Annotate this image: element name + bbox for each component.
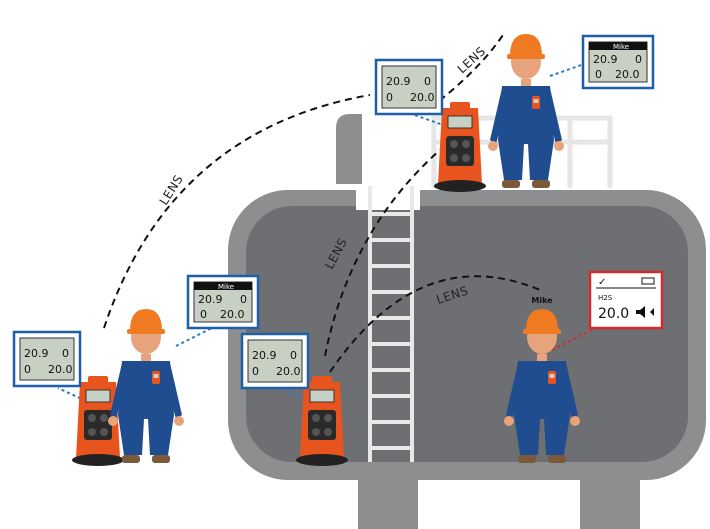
co-reading: 0 bbox=[386, 91, 393, 104]
h2s-reading: 20.0 bbox=[220, 308, 245, 321]
hardhat-name-label: Mike bbox=[531, 296, 553, 305]
tank-top-structure bbox=[336, 114, 362, 184]
lens-link-center-to-top bbox=[324, 149, 441, 357]
battery-icon bbox=[641, 277, 655, 285]
lel-reading: 0 bbox=[290, 349, 297, 362]
o2-reading: 20.9 bbox=[198, 293, 223, 306]
lel-reading: 0 bbox=[424, 75, 431, 88]
lel-reading: 0 bbox=[635, 53, 642, 66]
co-reading: 0 bbox=[252, 365, 259, 378]
co-reading: 0 bbox=[24, 363, 31, 376]
speaker-icon bbox=[636, 306, 645, 318]
alarm-gas-name: H2S bbox=[598, 294, 613, 302]
check-icon: ✓ bbox=[598, 277, 606, 288]
o2-reading: 20.9 bbox=[593, 53, 618, 66]
tank bbox=[228, 114, 706, 529]
h2s-reading: 20.0 bbox=[410, 91, 435, 104]
area-gas-monitor bbox=[295, 375, 349, 467]
area-gas-monitor bbox=[433, 101, 487, 193]
gas-readings-screen: 20.9 0 0 20.0 bbox=[374, 58, 444, 116]
gas-readings-screen: 20.9 0 0 20.0 bbox=[12, 330, 82, 388]
ladder bbox=[368, 186, 414, 462]
lel-reading: 0 bbox=[240, 293, 247, 306]
lens-label: LENS bbox=[157, 172, 186, 207]
tank-interior bbox=[246, 206, 688, 462]
co-reading: 0 bbox=[595, 68, 602, 81]
h2s-reading: 20.0 bbox=[615, 68, 640, 81]
gas-readings-screen: 20.9 0 0 20.0 bbox=[240, 332, 310, 390]
co-reading: 0 bbox=[200, 308, 207, 321]
tank-hatch bbox=[356, 186, 420, 210]
lens-label: LENS bbox=[455, 44, 489, 76]
buddy-reading-screen: Mike 20.9 0 0 20.0 bbox=[581, 34, 655, 90]
pointer-arrow-red bbox=[551, 329, 593, 351]
o2-reading: 20.9 bbox=[24, 347, 49, 360]
lens-link-left-to-top bbox=[103, 94, 371, 329]
h2s-alarm-screen: ✓ H2S 20.0 bbox=[588, 270, 664, 330]
buddy-reading-screen: Mike 20.9 0 0 20.0 bbox=[186, 274, 260, 330]
alarm-arrow-icon bbox=[650, 308, 654, 316]
o2-reading: 20.9 bbox=[252, 349, 277, 362]
h2s-reading: 20.0 bbox=[48, 363, 73, 376]
alarm-gas-value: 20.0 bbox=[598, 306, 629, 322]
lens-link-center-to-mike bbox=[329, 275, 541, 373]
worker bbox=[488, 34, 564, 188]
h2s-reading: 20.0 bbox=[276, 365, 301, 378]
buddy-name: Mike bbox=[218, 283, 234, 291]
worker bbox=[108, 309, 184, 463]
o2-reading: 20.9 bbox=[386, 75, 411, 88]
buddy-name: Mike bbox=[613, 43, 629, 51]
lel-reading: 0 bbox=[62, 347, 69, 360]
